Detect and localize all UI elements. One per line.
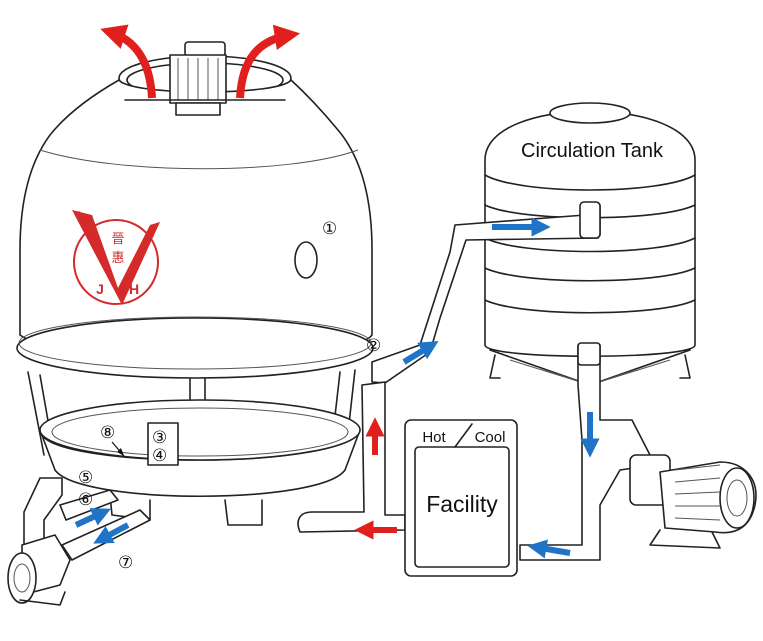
cool-water-flow-arrow [402, 341, 439, 365]
logo-char-mid: 惠 [111, 250, 124, 265]
basin-outlet-pipe-5 [23, 477, 63, 546]
cool-water-flow-arrow [527, 539, 571, 559]
hot-air-exhaust-arrow [236, 24, 301, 99]
marker-5: ⑤ [78, 468, 93, 487]
float-valve-box [147, 422, 179, 466]
cool-water-flow-arrow [93, 522, 130, 544]
logo-char-top: 晉 [111, 231, 124, 246]
basin-pipe-6 [59, 489, 119, 521]
marker-3: ③ [152, 428, 167, 447]
pump-motor-icon [7, 534, 71, 606]
cool-water-flow-arrow [74, 508, 111, 528]
circulation-tank-label: Circulation Tank [521, 140, 664, 162]
tank-outlet-pipe [519, 344, 656, 561]
inspection-window [294, 241, 318, 279]
logo-letter-h: H [129, 281, 139, 297]
marker-2: ② [366, 336, 381, 355]
facility-unit: Hot Cool Facility [404, 419, 518, 577]
marker-1: ① [322, 219, 337, 238]
tower-lower-rim [16, 317, 374, 379]
facility-label: Facility [426, 491, 498, 517]
cooling-tower [16, 24, 374, 526]
marker-4: ④ [152, 446, 167, 465]
marker-8: ⑧ [100, 423, 115, 442]
logo-letter-j: J [96, 281, 104, 297]
pump-motor-icon [629, 454, 757, 549]
marker-6: ⑥ [78, 490, 93, 509]
tower-shell [19, 79, 373, 359]
cool-label: Cool [475, 429, 506, 446]
hot-air-exhaust-arrow [100, 24, 156, 99]
marker-7: ⑦ [118, 553, 133, 572]
tank-lid [549, 102, 631, 124]
company-logo: 晉 惠 J H [72, 210, 160, 305]
fan-motor-icon [124, 41, 286, 116]
hot-label: Hot [422, 429, 446, 446]
